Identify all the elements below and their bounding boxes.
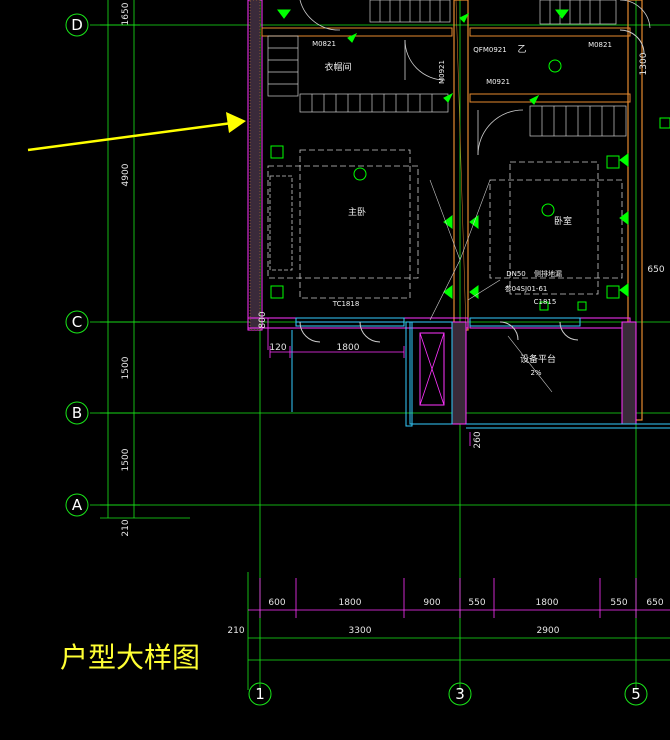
tag-drain-ref: 参04SJ01-61 bbox=[505, 284, 548, 293]
bottom-dimension-lines bbox=[247, 572, 670, 690]
dim-inner-260: 260 bbox=[473, 431, 483, 448]
dim-inner-650: 650 bbox=[647, 265, 664, 275]
axis-label-d: D bbox=[71, 16, 83, 34]
axis-label-5: 5 bbox=[631, 685, 641, 703]
electrical-fixtures bbox=[270, 9, 670, 311]
doors bbox=[299, 0, 651, 156]
tag-qfm0921: QFM0921 bbox=[473, 46, 506, 54]
furniture-beds bbox=[267, 149, 623, 299]
dim-inner-800: 800 bbox=[258, 311, 268, 328]
axis-label-3: 3 bbox=[455, 685, 465, 703]
dim-bottom-550-a: 550 bbox=[468, 598, 485, 608]
left-dimension-chain bbox=[100, 0, 190, 519]
axis-bubble-d: D bbox=[65, 13, 89, 37]
dim-left-1650: 1650 bbox=[121, 2, 131, 25]
axis-label-1: 1 bbox=[255, 685, 265, 703]
dim-bottom-900: 900 bbox=[423, 598, 440, 608]
light-rays bbox=[429, 179, 553, 393]
room-label-b: 乙 bbox=[517, 44, 526, 55]
dim-bottom-1800-a: 1800 bbox=[339, 598, 362, 608]
windows bbox=[291, 29, 645, 427]
pointer-arrow bbox=[27, 112, 246, 152]
drawing-title: 户型大样图 bbox=[60, 641, 200, 674]
dim-left-4900: 4900 bbox=[121, 163, 131, 186]
cloakroom-shelves bbox=[267, 0, 627, 137]
room-label-cloakroom: 衣帽间 bbox=[324, 61, 351, 73]
axis-bubble-c: C bbox=[65, 310, 89, 334]
axis-bubble-b: B bbox=[65, 401, 89, 425]
axis-grid bbox=[90, 0, 670, 690]
tag-dn50: DN50 bbox=[506, 270, 526, 278]
dim-left-1500-b: 1500 bbox=[121, 448, 131, 471]
axis-label-b: B bbox=[72, 404, 82, 422]
room-label-equipment-platform: 设备平台 bbox=[520, 353, 556, 365]
dim-left-1500-a: 1500 bbox=[121, 356, 131, 379]
axis-bubble-3: 3 bbox=[448, 682, 472, 706]
dim-left-210: 210 bbox=[121, 519, 131, 536]
room-label-bedroom: 卧室 bbox=[554, 215, 572, 227]
dim-bottom-550-b: 550 bbox=[610, 598, 627, 608]
inner-dimension-lines bbox=[267, 318, 471, 446]
axis-bubble-a: A bbox=[65, 493, 89, 517]
dim-bottom-3300: 3300 bbox=[349, 626, 372, 636]
axis-label-a: A bbox=[72, 496, 83, 514]
axis-label-c: C bbox=[72, 313, 82, 331]
tag-c1815: C1815 bbox=[534, 298, 557, 306]
dim-bottom-600: 600 bbox=[268, 598, 285, 608]
room-label-master-bedroom: 主卧 bbox=[348, 206, 366, 218]
dim-bottom-210: 210 bbox=[227, 626, 244, 636]
tag-tc1818: TC1818 bbox=[332, 300, 360, 308]
dim-inner-1300: 1300 bbox=[639, 52, 649, 75]
tag-slope: 2% bbox=[530, 369, 541, 377]
walls bbox=[247, 0, 670, 429]
tag-m0821-a: M0821 bbox=[312, 40, 336, 48]
dim-bottom-2900: 2900 bbox=[537, 626, 560, 636]
axis-bubble-5: 5 bbox=[624, 682, 648, 706]
dim-bottom-650: 650 bbox=[646, 598, 663, 608]
tag-m0921-b: M0921 bbox=[486, 78, 510, 86]
tag-floor-drain: 侧排地漏 bbox=[534, 269, 562, 278]
dim-bottom-1800-b: 1800 bbox=[536, 598, 559, 608]
dim-inner-120: 120 bbox=[269, 343, 286, 353]
axis-bubble-1: 1 bbox=[248, 682, 272, 706]
tag-m0921-vertical: M0921 bbox=[438, 60, 446, 84]
dim-inner-1800: 1800 bbox=[337, 343, 360, 353]
tag-m0821-b: M0821 bbox=[588, 41, 612, 49]
